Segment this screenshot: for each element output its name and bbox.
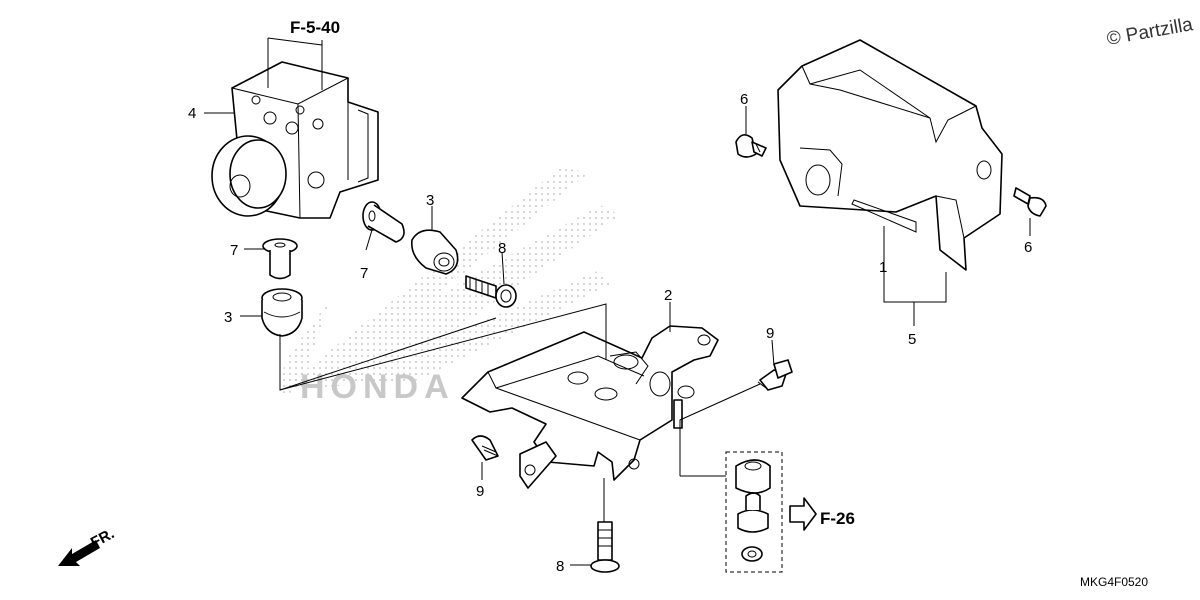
honda-wing-watermark: HONDA xyxy=(280,168,620,406)
leader-lines xyxy=(204,106,1031,566)
ref-f-5-40[interactable]: F-5-40 xyxy=(290,18,340,37)
callout-6-right: 6 xyxy=(1024,239,1032,256)
flange-bolt-right[interactable] xyxy=(757,359,793,391)
mount-parts-group[interactable] xyxy=(725,451,783,573)
callout-9-right: 9 xyxy=(766,325,774,342)
callout-5: 5 xyxy=(908,331,916,348)
callout-7-left: 7 xyxy=(230,242,238,259)
bolt-bottom[interactable] xyxy=(590,521,620,573)
collar-middle[interactable] xyxy=(362,201,405,243)
flange-bolt-left[interactable] xyxy=(471,435,499,461)
copyright-text: © Partzilla xyxy=(1105,14,1195,50)
front-direction-arrow-icon xyxy=(58,540,100,566)
screw-top-left[interactable] xyxy=(735,134,767,158)
mount-rubber-middle[interactable] xyxy=(410,229,459,275)
mount-rubber-left[interactable] xyxy=(261,288,303,337)
ref-f-26[interactable]: F-26 xyxy=(820,509,855,528)
ref-f-26-arrow xyxy=(789,497,817,531)
abs-bracket[interactable] xyxy=(461,325,719,489)
abs-cover[interactable] xyxy=(777,39,1003,271)
callout-8-middle: 8 xyxy=(498,240,506,257)
abs-modulator-unit[interactable] xyxy=(211,37,379,219)
callout-6-top: 6 xyxy=(740,91,748,108)
collar-left[interactable] xyxy=(262,238,298,280)
callout-2: 2 xyxy=(664,287,672,304)
callout-3-middle: 3 xyxy=(426,192,434,209)
callout-1: 1 xyxy=(879,259,887,276)
screw-right[interactable] xyxy=(1013,187,1047,217)
watermark-text: HONDA xyxy=(300,368,455,406)
callout-9-left: 9 xyxy=(476,483,484,500)
callout-4: 4 xyxy=(188,105,196,122)
callout-8-bottom: 8 xyxy=(556,558,564,575)
bolt-middle[interactable] xyxy=(465,275,517,308)
callout-3-left: 3 xyxy=(224,309,232,326)
callout-7-middle: 7 xyxy=(360,265,368,282)
diagram-code: MKG4F0520 xyxy=(1080,575,1148,589)
